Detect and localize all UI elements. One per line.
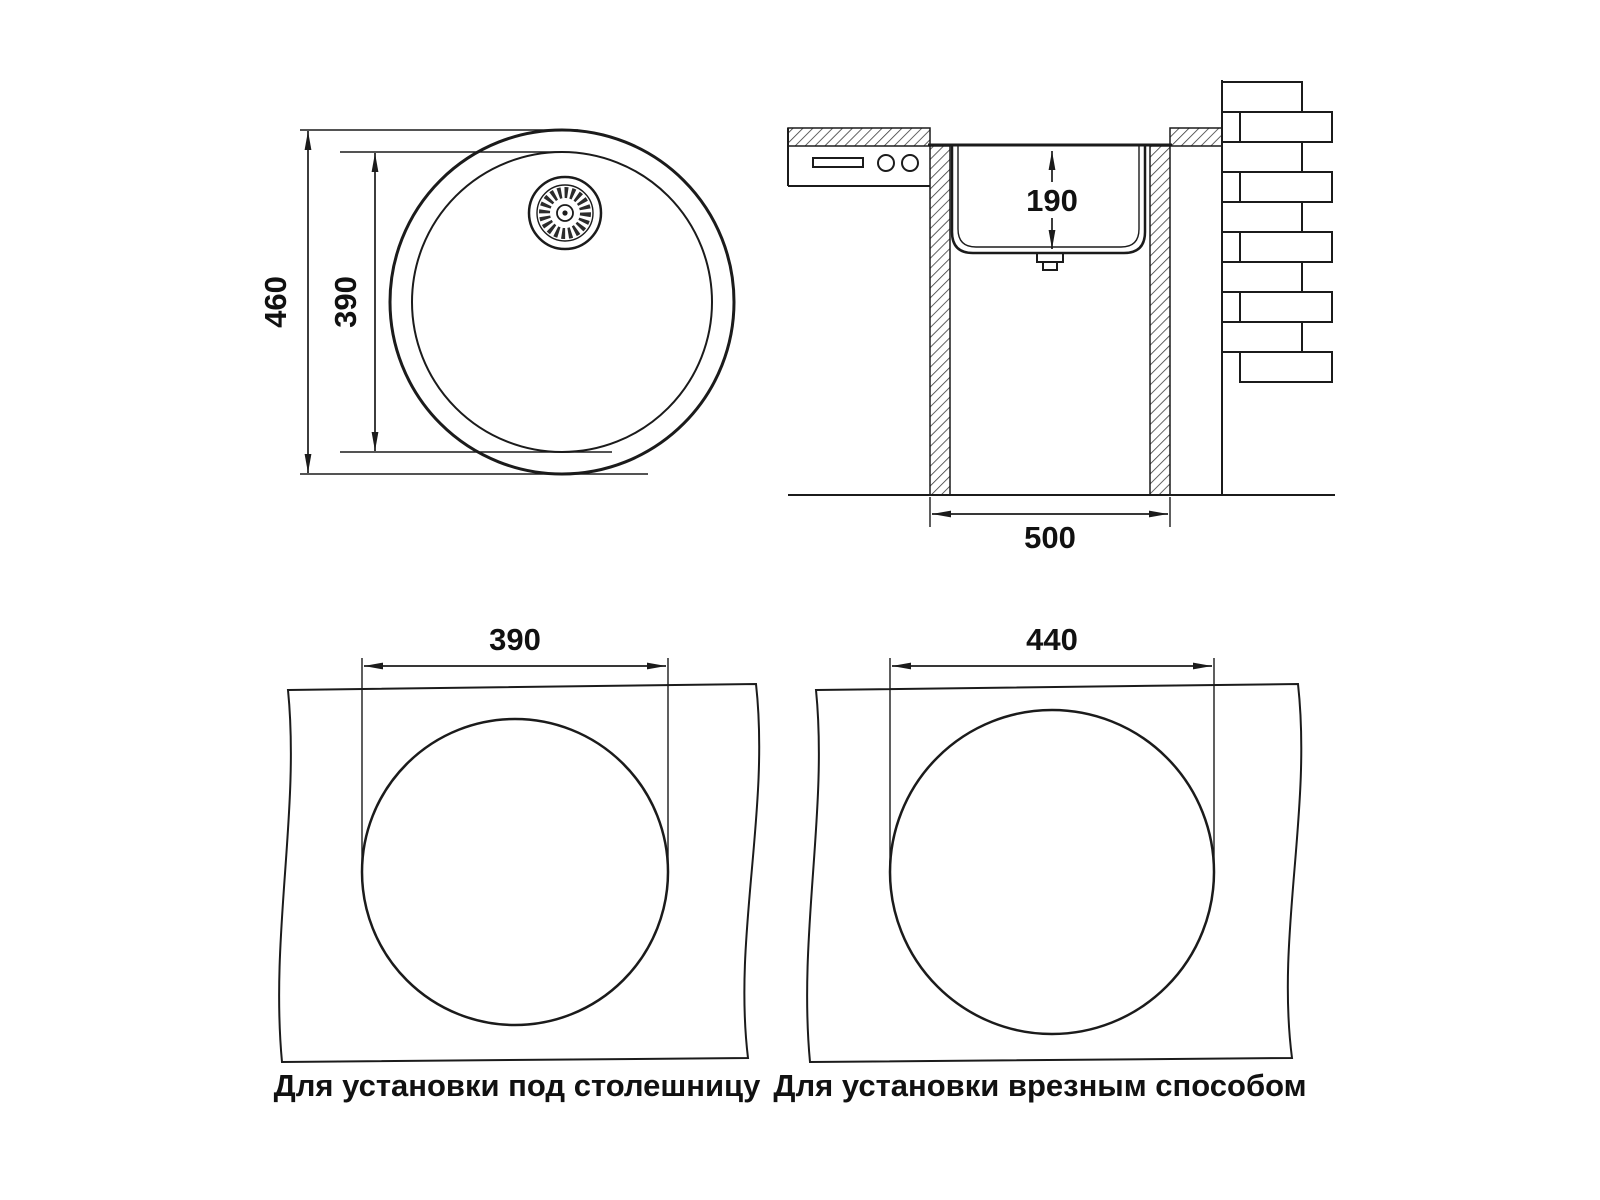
brick xyxy=(1221,141,1303,173)
dimension-inner-diameter: 390 xyxy=(328,153,379,451)
drain-fitting-lower xyxy=(1042,261,1058,271)
brick xyxy=(1221,81,1303,113)
brick xyxy=(1221,261,1303,293)
drain-inner-ring-icon xyxy=(536,184,594,242)
cabinet-wall-left xyxy=(929,145,951,496)
dim-label-460: 460 xyxy=(258,276,293,328)
dimension-bowl-depth: 190 xyxy=(1026,151,1078,249)
dimension-cabinet-width: 500 xyxy=(929,497,1171,555)
brick xyxy=(1239,111,1333,143)
brick xyxy=(1239,171,1333,203)
knob-right-icon xyxy=(901,154,919,172)
brick xyxy=(1239,351,1333,383)
countertop-right xyxy=(1169,127,1223,147)
dim-label-440-cutout: 440 xyxy=(1026,622,1078,657)
dim-label-390-cutout: 390 xyxy=(489,622,541,657)
dimension-outer-diameter: 460 xyxy=(258,131,312,473)
cabinet-wall-right xyxy=(1149,145,1171,496)
section-view-group: 190 500 xyxy=(787,80,1335,555)
caption-inset: Для установки врезным способом xyxy=(773,1068,1306,1103)
knob-left-icon xyxy=(877,154,895,172)
caption-undermount: Для установки под столешницу xyxy=(274,1068,761,1103)
bowl-section xyxy=(950,145,1147,271)
brick xyxy=(1221,321,1303,353)
drain-strainer xyxy=(527,175,603,251)
drain-center-dot-icon xyxy=(562,210,568,216)
drawer-handle-icon xyxy=(812,157,864,168)
brick xyxy=(1221,201,1303,233)
top-view-group: 460 390 xyxy=(258,128,736,476)
dim-label-390: 390 xyxy=(328,276,363,328)
brick xyxy=(1239,291,1333,323)
countertop-left xyxy=(787,127,931,147)
bowl-inner-wall xyxy=(957,145,1140,248)
cutout-inset-group: 440 Для установки врезным способом xyxy=(773,622,1306,1103)
cabinet-front xyxy=(787,128,930,187)
brick-wall xyxy=(1221,80,1333,495)
cutout-undermount-group: 390 Для установки под столешницу xyxy=(274,622,761,1103)
dim-label-190: 190 xyxy=(1026,183,1078,218)
countertop-panel-undermount xyxy=(278,682,761,1064)
countertop-panel-inset xyxy=(806,682,1303,1064)
drain-perforation-ring-icon xyxy=(539,187,591,239)
brick xyxy=(1239,231,1333,263)
dim-label-500: 500 xyxy=(1024,520,1076,555)
drain-outer-ring-icon xyxy=(527,175,603,251)
